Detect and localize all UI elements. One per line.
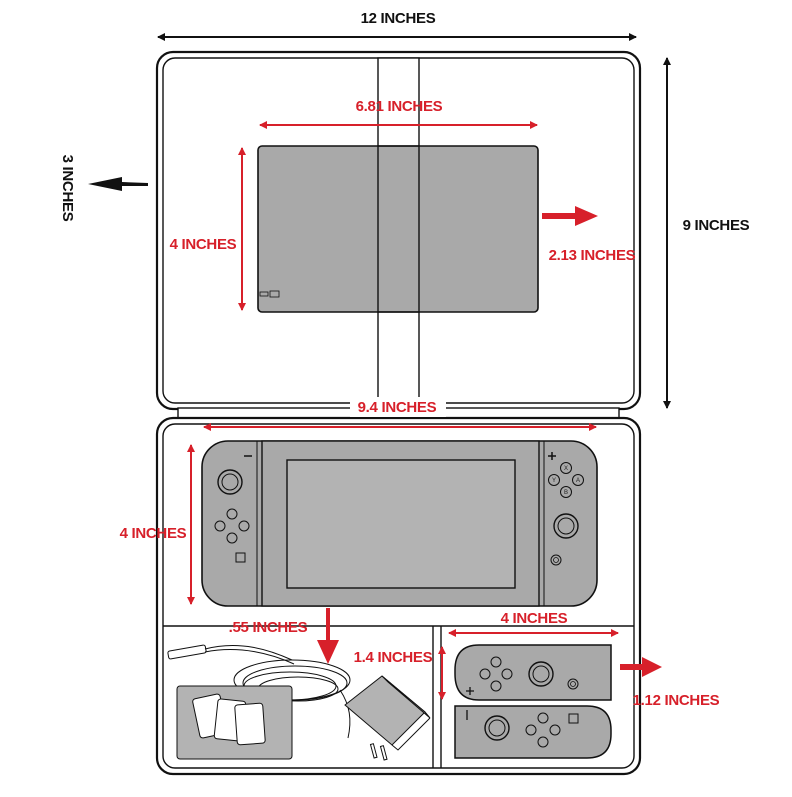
tablet-silhouette bbox=[257, 145, 539, 313]
dpad-up-button bbox=[226, 508, 238, 520]
console-screen bbox=[286, 459, 516, 589]
home-button-inner bbox=[553, 557, 559, 563]
dpad-down-button bbox=[226, 532, 238, 544]
console-silhouette: X Y A B bbox=[201, 440, 598, 607]
b-button bbox=[560, 486, 572, 498]
joycon-height-label: 1.4 INCHES bbox=[354, 649, 433, 666]
game-cards bbox=[192, 693, 266, 746]
console-width-label: 9.4 INCHES bbox=[358, 399, 437, 416]
left-stick-inner bbox=[221, 473, 239, 491]
a-button bbox=[572, 474, 584, 486]
console-height-label: 4 INCHES bbox=[120, 525, 187, 542]
home-button bbox=[550, 554, 562, 566]
joycon-depth-label: 1.12 INCHES bbox=[633, 692, 720, 709]
tablet-width-label: 6.81 INCHES bbox=[356, 98, 443, 115]
tablet-depth-arrow bbox=[542, 206, 598, 226]
joycon-width-label: 4 INCHES bbox=[501, 610, 568, 627]
plus-button bbox=[548, 452, 556, 460]
ac-plug-prong bbox=[369, 743, 378, 759]
x-button-label: X bbox=[564, 466, 568, 472]
capture-button bbox=[235, 552, 246, 563]
y-button bbox=[548, 474, 560, 486]
y-button-label: Y bbox=[552, 478, 556, 484]
case-width-label: 12 INCHES bbox=[361, 10, 436, 27]
x-button bbox=[560, 462, 572, 474]
charger-and-cable bbox=[167, 644, 431, 761]
pocket-depth-arrow bbox=[317, 608, 339, 664]
tablet-port bbox=[259, 291, 269, 297]
dpad-right-button bbox=[238, 520, 250, 532]
console-width-label-bg bbox=[350, 397, 446, 417]
a-button-label: A bbox=[576, 478, 580, 484]
tablet-height-label: 4 INCHES bbox=[170, 236, 237, 253]
case-depth-label: 3 INCHES bbox=[59, 155, 76, 222]
joycon-upper bbox=[454, 644, 612, 701]
dpad-left-button bbox=[214, 520, 226, 532]
case-height-label: 9 INCHES bbox=[683, 217, 750, 234]
tablet-depth-label: 2.13 INCHES bbox=[549, 247, 636, 264]
pocket-depth-label: .55 INCHES bbox=[229, 619, 308, 636]
tablet-port-2 bbox=[269, 290, 280, 298]
joycon-lower bbox=[454, 705, 612, 759]
joycon-depth-arrow bbox=[620, 657, 662, 677]
right-stick-inner bbox=[557, 517, 575, 535]
lid-strap-over bbox=[377, 145, 420, 313]
b-button-label: B bbox=[564, 490, 568, 496]
case-depth-arrow bbox=[88, 177, 148, 191]
